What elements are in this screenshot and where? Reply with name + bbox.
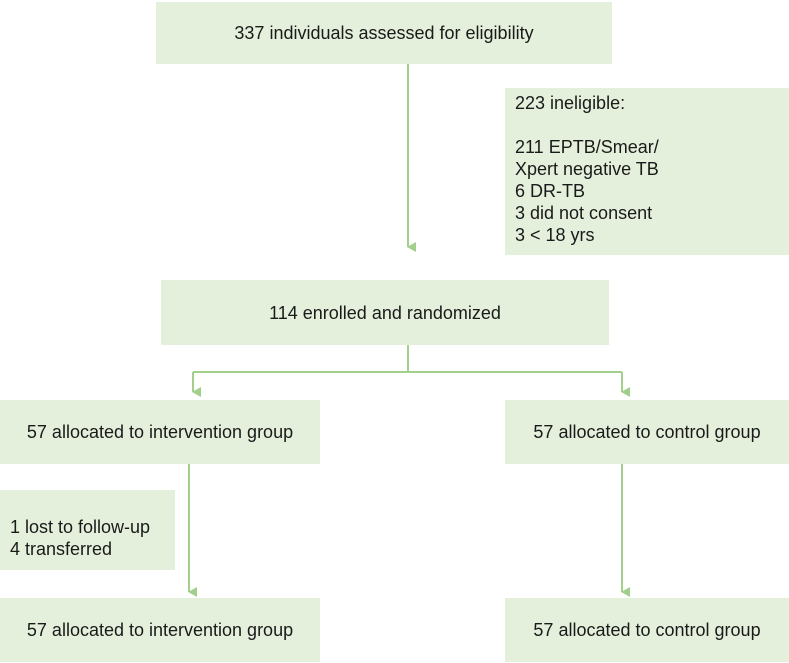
intervention-losses-box: 1 lost to follow-up 4 transferred bbox=[0, 490, 175, 570]
enrolled-box: 114 enrolled and randomized bbox=[161, 280, 609, 345]
ineligible-line: 3 did not consent bbox=[515, 203, 653, 223]
intervention-final-box: 57 allocated to intervention group bbox=[0, 598, 320, 662]
losses-line: 4 transferred bbox=[10, 539, 113, 559]
assessed-label: 337 individuals assessed for eligibility bbox=[234, 23, 534, 43]
control-allocated-box: 57 allocated to control group bbox=[505, 400, 789, 464]
control-final-box: 57 allocated to control group bbox=[505, 598, 789, 662]
intervention-allocated-label: 57 allocated to intervention group bbox=[26, 422, 294, 442]
ineligible-line: 3 < 18 yrs bbox=[515, 225, 595, 245]
ineligible-line: 211 EPTB/Smear/ bbox=[515, 137, 659, 157]
intervention-final-label: 57 allocated to intervention group bbox=[26, 620, 294, 640]
ineligible-line: Xpert negative TB bbox=[515, 159, 659, 179]
losses-line: 1 lost to follow-up bbox=[10, 517, 151, 537]
control-final-label: 57 allocated to control group bbox=[533, 620, 761, 640]
intervention-allocated-box: 57 allocated to intervention group bbox=[0, 400, 320, 464]
assessed-box: 337 individuals assessed for eligibility bbox=[156, 2, 612, 64]
ineligible-title: 223 ineligible: bbox=[515, 93, 626, 113]
control-allocated-label: 57 allocated to control group bbox=[533, 422, 761, 442]
enrolled-label: 114 enrolled and randomized bbox=[269, 302, 501, 323]
ineligible-box: 223 ineligible: 211 EPTB/Smear/ Xpert ne… bbox=[505, 88, 789, 255]
ineligible-line: 6 DR-TB bbox=[515, 181, 586, 201]
